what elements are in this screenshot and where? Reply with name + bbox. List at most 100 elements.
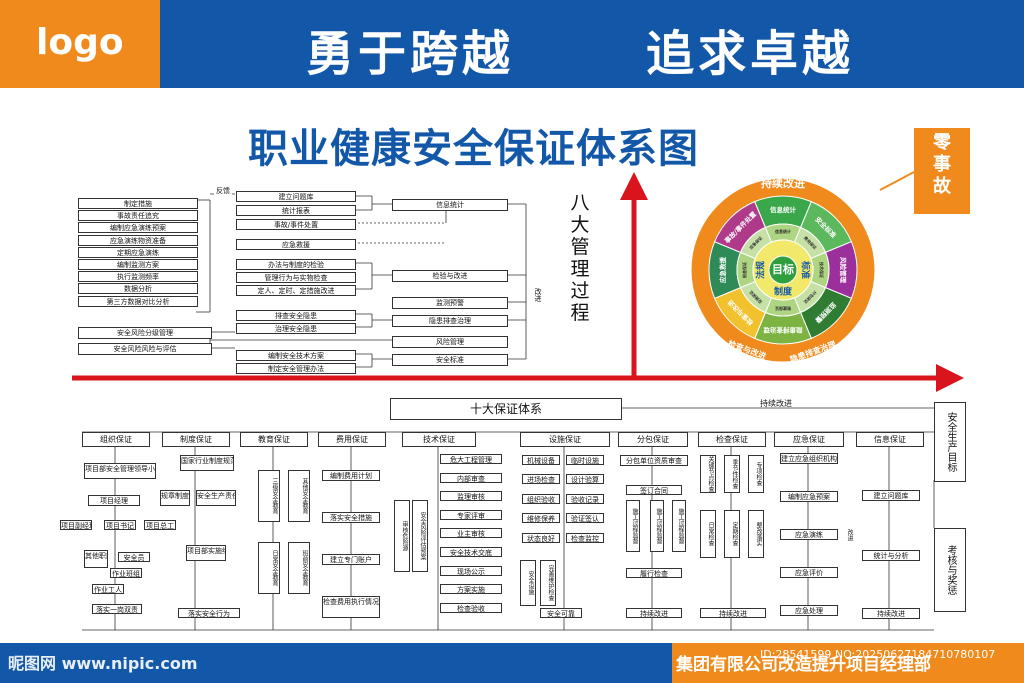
company-name: 集团有限公司改造提升项目经理部 (676, 655, 931, 675)
slogan-left: 勇于跨越 (306, 26, 515, 82)
emergency-item: 编制应急预案 (780, 491, 838, 502)
process-item: 排查安全隐患 (236, 310, 356, 321)
org-item: 安全员 (118, 552, 150, 562)
left-measure-item: 事故责任追究 (78, 210, 198, 222)
process-item: 制定安全管理办法 (236, 363, 356, 374)
facility-item: 验收记录 (566, 493, 604, 504)
process-item: 建立问题库 (236, 191, 356, 202)
org-item: 落实一岗双责 (92, 604, 142, 614)
tech-item: 安全风险评估预案 (412, 500, 428, 572)
process-stage: 隐患排查治理 (392, 315, 508, 327)
emergency-item: 应急演练 (780, 529, 838, 540)
wheel-inner-label: 制度 (774, 286, 793, 298)
process-item: 定人、定时、定措施改进 (236, 285, 356, 296)
check-item: 整改落实 (748, 510, 764, 558)
left-measure-item: 编制应急演练预案 (78, 222, 198, 234)
sub-item: 持续改进 (626, 608, 682, 618)
wheel-top-label: 持续改进 (761, 176, 805, 190)
sys-item: 项目部实施细则 (186, 545, 226, 561)
left-measure-item: 执行监测频率 (78, 271, 198, 283)
facility-item: 设计验算 (566, 474, 604, 485)
org-item: 项目部安全管理领导小组 (84, 463, 156, 479)
management-wheel: 目标法规标准制度信息统计安全标准风险管理监测预警隐患排查治理检查与改进应急救援事… (690, 176, 876, 364)
small-label: 检查保证 (741, 262, 747, 278)
sys-item: 落实安全行为 (178, 608, 240, 618)
guarantee-category: 信息保证 (856, 432, 924, 447)
sub-item: 履行检查 (626, 568, 682, 578)
check-item: 专项检查 (748, 455, 764, 493)
wheel-inner-label: 法规 (755, 261, 767, 279)
wheel-center (768, 255, 798, 285)
facility-item: 进场检查 (522, 474, 560, 485)
tech-item: 方案实施 (440, 584, 502, 595)
process-stage: 信息统计 (392, 199, 508, 211)
info-item: 持续改进 (862, 608, 920, 619)
edu-item: 其他安全教育 (288, 470, 310, 522)
info-item: 统计与分析 (862, 550, 920, 561)
ring-label: 风险管理 (839, 257, 848, 284)
tech-item: 业主审核 (440, 528, 502, 539)
facility-item: 安全可靠 (540, 608, 582, 618)
sub-item: 施工过程监督 (626, 500, 640, 552)
ring-label: 隐患排查治理 (763, 326, 803, 335)
guarantee-category: 组织保证 (82, 432, 150, 447)
zero-accident-box: 零事故 (914, 128, 970, 214)
check-item: 日常检查 (700, 510, 716, 558)
fee-item: 编制费用计划 (322, 470, 380, 481)
emergency-item: 应急评价 (780, 567, 838, 578)
tech-item: 监理审核 (440, 491, 502, 502)
sys-item: 国家行业制度规范 (180, 455, 234, 471)
process-stage: 检验与改进 (392, 270, 508, 282)
tech-item: 检查验收 (440, 602, 502, 613)
tech-item: 审核危险源 (394, 500, 410, 572)
facility-item: 完善维护检查 (540, 560, 556, 606)
edu-item: 班前安全教育 (288, 542, 310, 594)
emergency-item: 应急处理 (780, 605, 838, 616)
left-measure-item: 定期应急演练 (78, 246, 198, 258)
watermark: 昵图网 www.nipic.com (8, 654, 198, 673)
guarantee-category: 制度保证 (162, 432, 230, 447)
guarantee-category: 教育保证 (240, 432, 308, 447)
guarantee-category: 检查保证 (698, 432, 766, 447)
org-item: 其他职能部门 (84, 550, 108, 568)
process-stage: 安全标准 (392, 354, 508, 366)
check-item: 关键节点检查 (700, 455, 716, 493)
facility-item: 安全设施 (520, 560, 536, 606)
risk-item: 安全风险风险与评估 (78, 343, 212, 355)
wheel-inner-label: 标准 (800, 260, 812, 279)
facility-item: 状态良好 (522, 532, 560, 543)
check-item: 持续改进 (700, 608, 766, 618)
fee-item: 检查费用执行情况 (322, 596, 380, 618)
diagram-title: 职业健康安全保证体系图 (248, 126, 699, 172)
zero-accident-label: 零事故 (933, 132, 951, 197)
process-item: 事故/事件处置 (236, 219, 356, 230)
tech-item: 安全技术交底 (440, 547, 502, 557)
small-label: 信息统计 (775, 228, 791, 234)
logo-box (0, 0, 160, 88)
improve-label: 改进 (844, 520, 854, 550)
sys-item: 规章制度 (160, 490, 190, 506)
guarantee-category: 技术保证 (402, 432, 476, 447)
left-measure-item: 第三方数据对比分析 (78, 295, 198, 307)
org-item: 项目副经理 (60, 520, 92, 530)
process-item: 统计报表 (236, 205, 356, 216)
facility-item: 临时设施 (566, 455, 604, 465)
emergency-item: 建立应急组织机构 (780, 453, 838, 464)
small-label: 技术保证 (819, 262, 825, 278)
small-label: 制度保证 (775, 306, 791, 312)
tech-item: 现场公示 (440, 565, 502, 576)
feedback-label: 反馈 (214, 186, 232, 195)
org-item: 作业班组 (110, 568, 142, 578)
fee-item: 落实安全措施 (322, 512, 380, 523)
process-item: 应急救援 (236, 239, 356, 250)
facility-item: 验证签认 (566, 513, 604, 524)
ring-label: 应急救援 (718, 257, 727, 284)
left-measure-item: 应急演练物资准备 (78, 234, 198, 246)
process-stage: 监测预警 (392, 297, 508, 309)
tech-item: 专家评审 (440, 509, 502, 520)
guarantee-category: 应急保证 (774, 432, 844, 447)
risk-item: 安全风险分级管理 (78, 327, 212, 339)
facility-item: 机械设备 (522, 455, 560, 465)
org-item: 作业工人 (92, 584, 124, 594)
